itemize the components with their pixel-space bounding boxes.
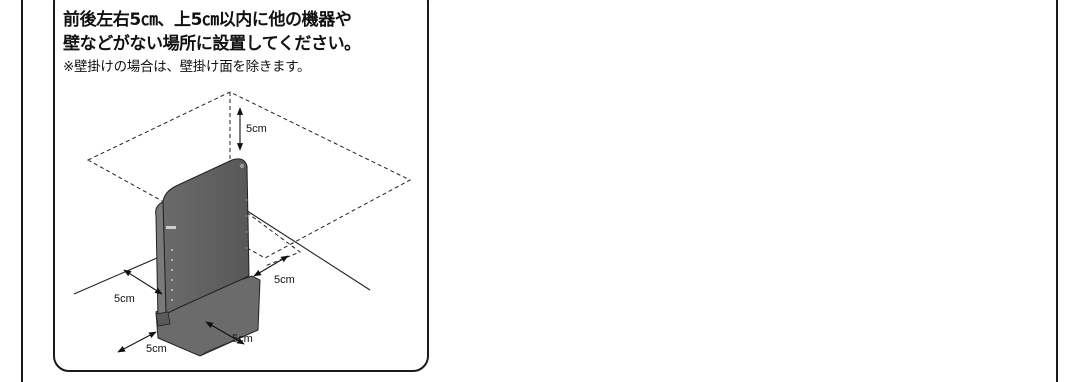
dimension-arrow-right <box>253 255 289 277</box>
router-led-indicators <box>171 249 173 301</box>
instruction-line-1: 前後左右5㎝、上5㎝以内に他の機器や <box>63 10 352 30</box>
router-body <box>162 158 250 315</box>
floor-line-right <box>237 204 371 291</box>
dimension-label-left: 5cm <box>114 293 135 305</box>
wall-mount-note: ※壁掛けの場合は、壁掛け面を除きます。 <box>63 59 311 75</box>
router-logo <box>166 226 176 229</box>
page-border-left <box>21 0 23 382</box>
installation-instruction: 前後左右5㎝、上5㎝以内に他の機器や 壁などがない場所に設置してください。 <box>63 8 433 56</box>
dimension-arrow-bottom-right <box>205 321 245 345</box>
dimension-arrow-left <box>123 269 163 295</box>
dimension-label-right: 5cm <box>274 274 295 286</box>
page-border-right <box>1056 0 1058 382</box>
dimension-label-bottom-left: 5cm <box>146 343 167 355</box>
dimension-label-top: 5cm <box>246 123 267 135</box>
instruction-line-2: 壁などがない場所に設置してください。 <box>63 34 361 54</box>
dimension-label-bottom-right: 5cm <box>232 333 253 345</box>
dimension-arrow-bottom-left <box>117 331 157 353</box>
top-clearance-plane <box>86 91 412 259</box>
power-button-icon <box>239 163 245 169</box>
router-side-markings <box>245 199 248 249</box>
router-clearance-illustration: 5cm 5cm 5cm 5cm 5cm <box>73 91 412 357</box>
